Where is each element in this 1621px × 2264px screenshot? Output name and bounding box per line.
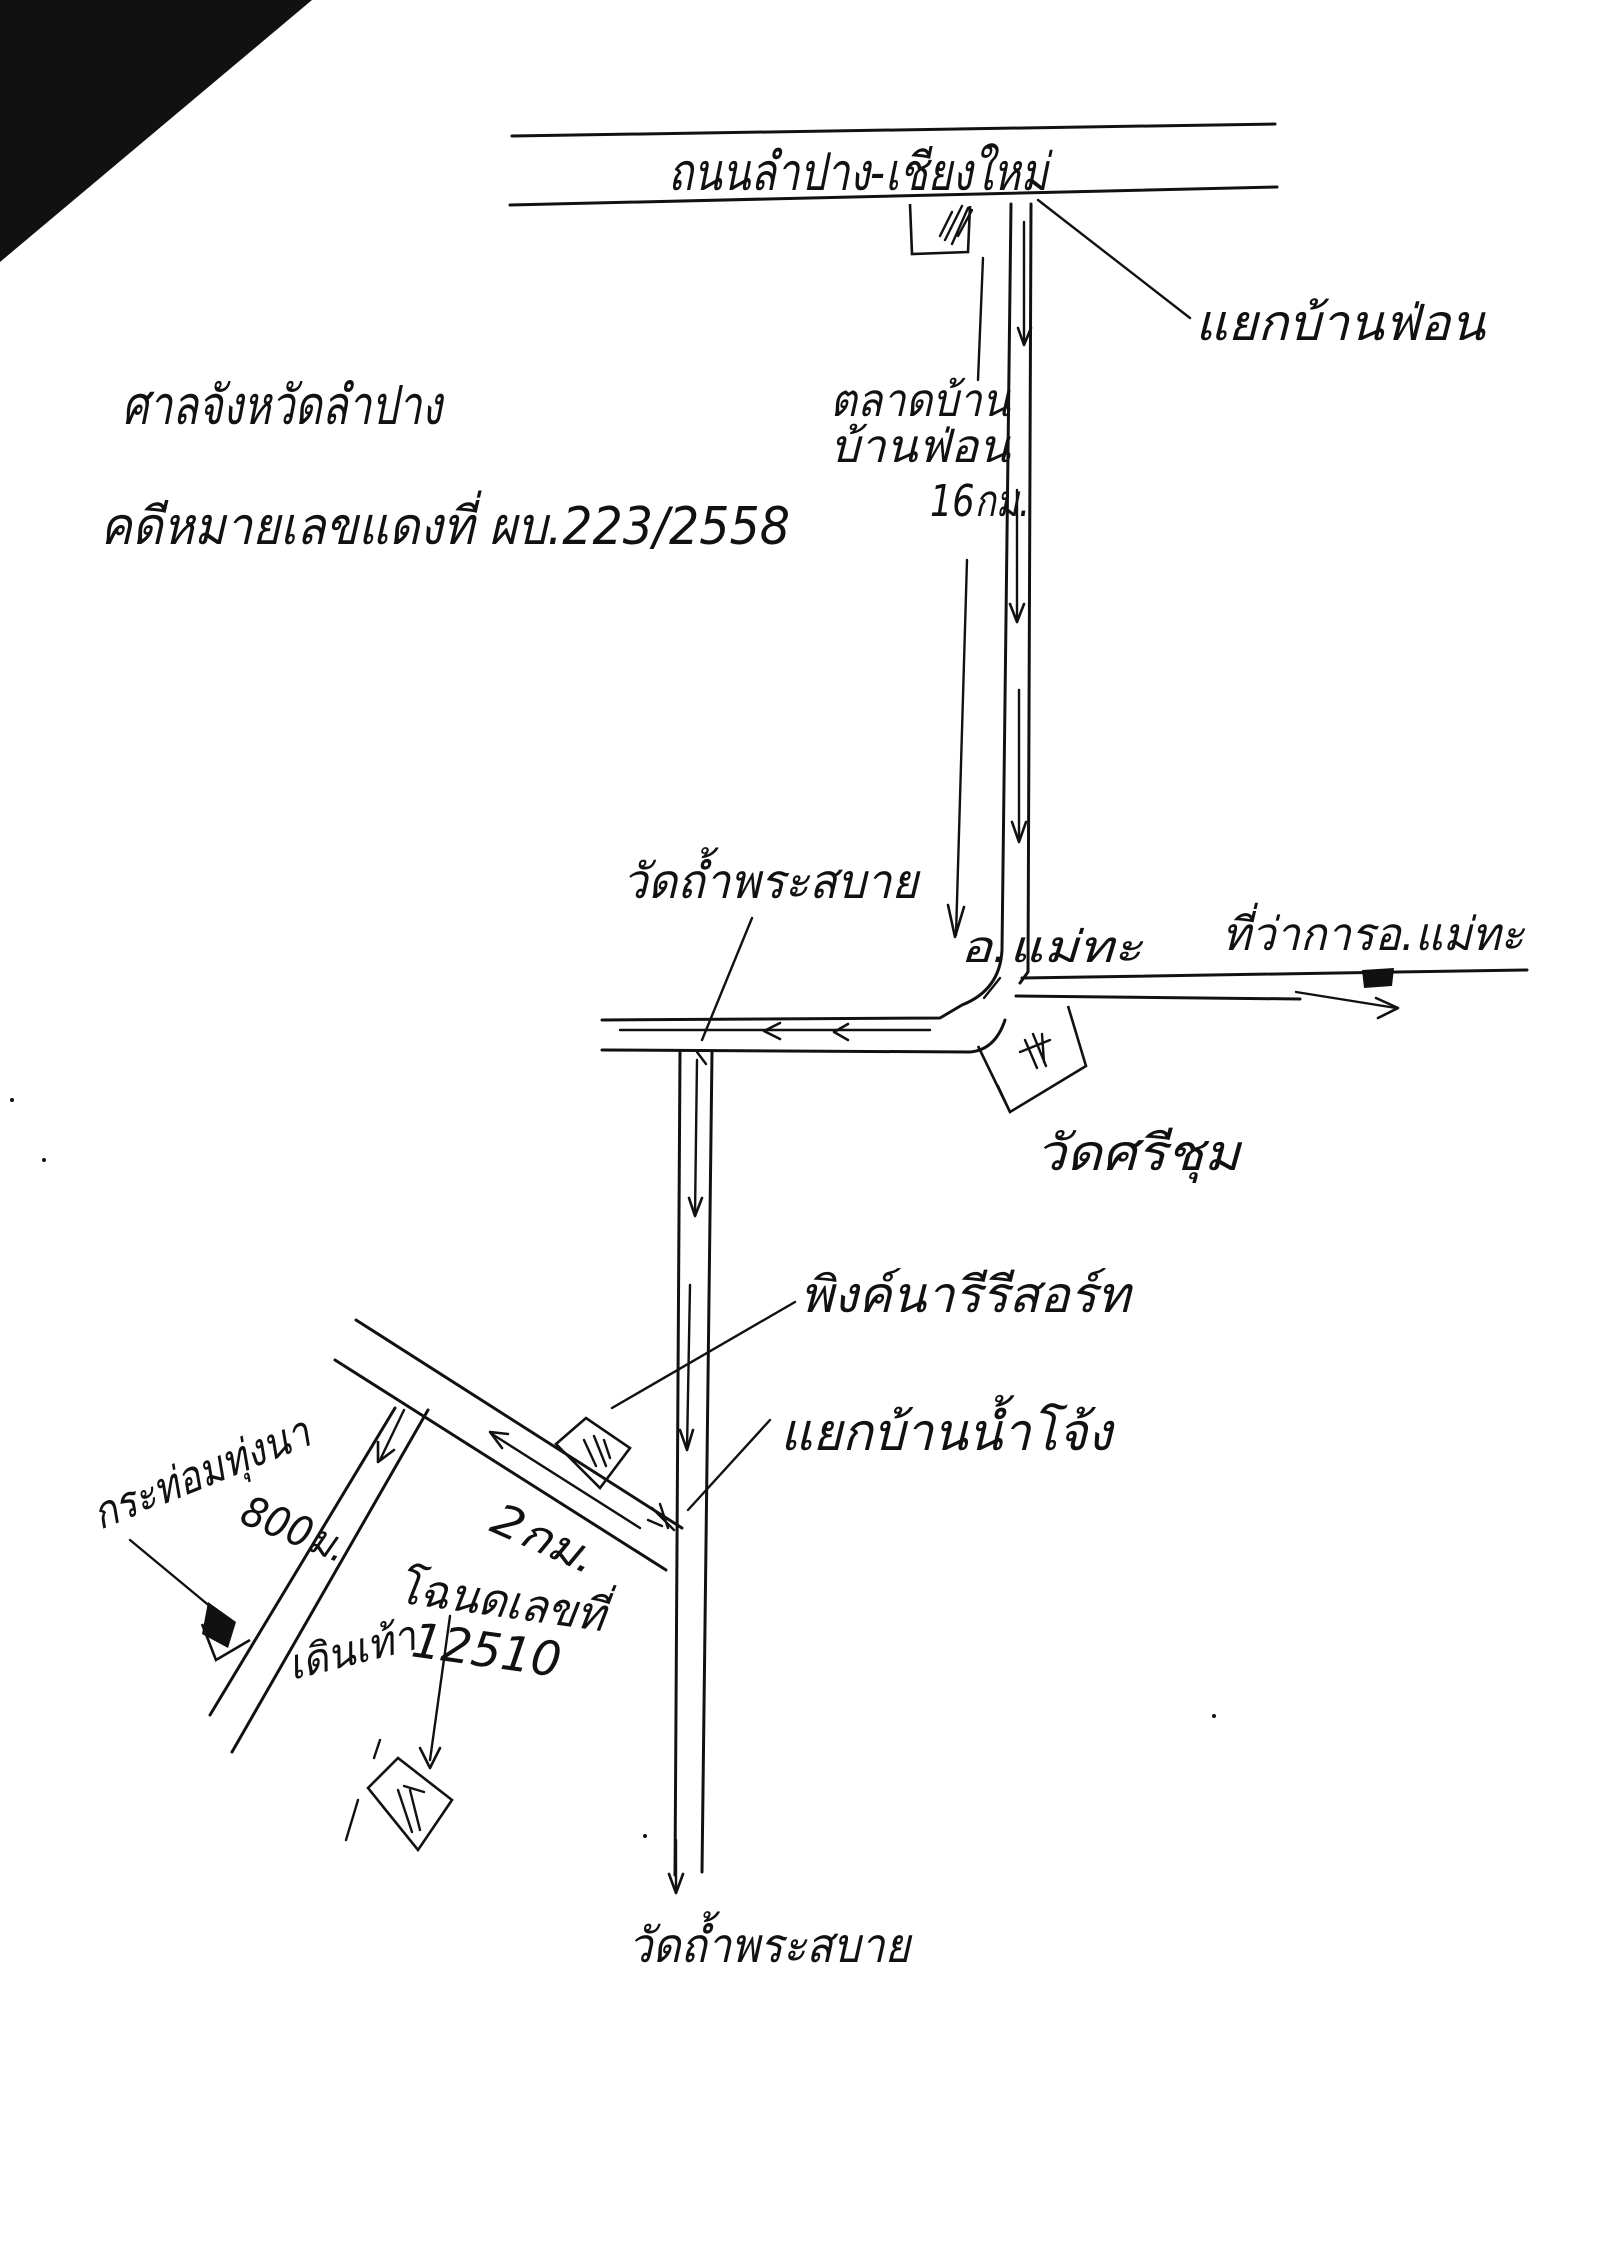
scan-specks — [10, 1098, 1216, 1838]
wat-tham-top-label: วัดถ้ำพระสบาย — [622, 847, 921, 910]
direction-arrows — [618, 220, 1033, 1042]
case-number-label: คดีหมายเลขแดงที่ ผบ.223/2558 — [100, 490, 790, 557]
distance-16km-label: 16กม. — [930, 476, 1030, 527]
ban-fon-landmark-icon — [908, 203, 974, 256]
pink-resort-label: พิงค์นารีรีสอร์ท — [800, 1266, 1134, 1324]
pink-resort-landmark-icon — [554, 1416, 632, 1490]
road-to-district-office — [1014, 968, 1529, 1020]
road-diagonal-to-deed — [333, 1318, 684, 1572]
kratom-hut-icon — [200, 1602, 251, 1662]
nam-jam-junction-landmark-icon — [646, 1502, 676, 1532]
district-office-label: ที่ว่าการอ.แม่ทะ — [1222, 902, 1525, 961]
main-road-lampang-chiangmai — [508, 122, 1279, 207]
road-side-to-kratom-hut — [208, 1406, 430, 1754]
wat-si-chum-landmark-icon — [976, 1005, 1088, 1114]
ban-fon-market-label-line2: บ้านฟ่อน — [830, 419, 1012, 473]
distance-2km-label: 2กม. — [484, 1493, 605, 1584]
court-label: ศาลจังหวัดลำปาง — [122, 374, 445, 437]
scan-corner-shadow — [0, 0, 312, 262]
wat-si-chum-label: วัดศรีชุม — [1035, 1124, 1243, 1184]
distance-800m-label: 800ม. — [234, 1486, 354, 1573]
wat-tham-bottom-label: วัดถ้ำพระสบาย — [628, 1911, 913, 1974]
ban-fon-market-label-line1: ตลาดบ้าน — [830, 373, 1011, 427]
main-road-label: ถนนลำปาง-เชียงใหม่ — [668, 143, 1053, 203]
ban-fon-junction-label: แยกบ้านฟ่อน — [1195, 294, 1487, 352]
nam-jam-junction-label: แยกบ้านน้ำโจ้ง — [780, 1394, 1115, 1463]
road-south-to-wat-tham — [667, 1050, 714, 1895]
deed-plot-icon — [344, 1738, 454, 1853]
walk-label: เดินเท้า — [283, 1610, 422, 1689]
leader-lines — [128, 198, 1192, 1770]
mae-tha-label: อ.แม่ทะ — [960, 922, 1144, 973]
